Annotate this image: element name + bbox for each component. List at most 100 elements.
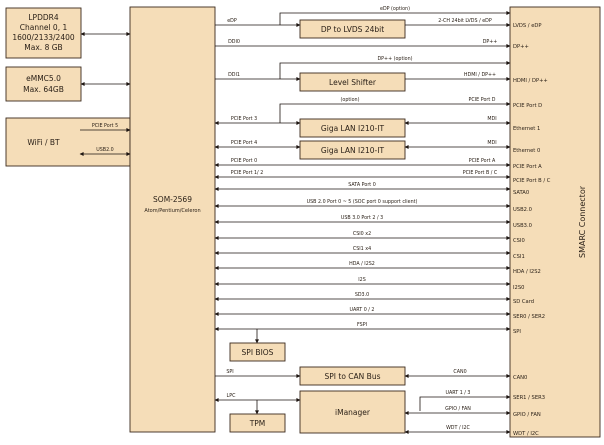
mdi1-label: MDI: [487, 116, 496, 122]
pcie12-label: PCIE Port 1/ 2: [231, 170, 264, 176]
wdt-label: WDT / I2C: [446, 425, 470, 431]
level-shifter-label: Level Shifter: [329, 78, 377, 87]
lpddr4-block: LPDDR4 Channel 0, 1 1600/2133/2400 Max. …: [5, 7, 82, 59]
uart13-label: UART 1 / 3: [445, 390, 470, 396]
option-label: (option): [341, 97, 360, 103]
spi-to-can-block: SPI to CAN Bus: [299, 366, 406, 386]
giga-lan-2-label: Giga LAN I210-IT: [321, 146, 385, 155]
smarc-pin-dp: DP++: [513, 44, 529, 50]
emmc-block: eMMC5.0 Max. 64GB: [5, 66, 82, 102]
lpddr4-line-4: Max. 8 GB: [24, 43, 62, 52]
spi-to-can-label: SPI to CAN Bus: [325, 372, 381, 381]
csi1-label: CSI1 x4: [353, 246, 371, 252]
smarc-pin-sd-card: SD Card: [513, 299, 534, 305]
wifi-bt-label: WiFi / BT: [27, 138, 60, 147]
sata-label: SATA Port 0: [348, 182, 376, 188]
spi-label: SPI: [226, 369, 233, 375]
pcie-d-line: [279, 102, 511, 123]
edp-label: eDP: [227, 18, 237, 24]
smarc-pin-sata0: SATA0: [513, 190, 529, 196]
smarc-pin-pcie-d: PCIE Port D: [513, 103, 542, 109]
smarc-pin-pcie-a: PCIE Port A: [513, 164, 542, 170]
pcie-d-label: PCIE Port D: [469, 97, 496, 103]
smarc-pin-gpio-fan: GPIO / FAN: [513, 412, 541, 418]
lpddr4-line-3: 1600/2133/2400: [12, 33, 75, 42]
wifi-connections: PCIE Port 5 USB2.0: [79, 123, 131, 156]
som-subtitle: Atom/Pentium/Celeron: [144, 208, 200, 214]
pcie-a-label: PCIE Port A: [469, 158, 496, 164]
spi-bios-label: SPI BIOS: [242, 348, 274, 357]
tpm-label: TPM: [249, 419, 266, 428]
smarc-pin-usb20: USB2.0: [513, 207, 532, 213]
dp-to-lvds-block: DP to LVDS 24bit: [299, 19, 406, 39]
smarc-pin-ethernet-1: Ethernet 1: [513, 126, 540, 132]
ddi1-label: DDI1: [228, 72, 240, 78]
som-block: SOM-2569 Atom/Pentium/Celeron: [129, 6, 216, 433]
display-connections: eDP (option) eDP 2-CH 24bit LVDS / eDP D…: [215, 6, 511, 81]
uart13-line: [419, 395, 511, 411]
hda-label: HDA / I2S2: [349, 261, 375, 267]
smarc-pin-can0: CAN0: [513, 375, 527, 381]
smarc-pin-lvds-edp: LVDS / eDP: [513, 23, 542, 29]
lpddr4-line-2: Channel 0, 1: [20, 23, 68, 32]
i2s-label: I2S: [358, 277, 366, 283]
som-title: SOM-2569: [153, 195, 192, 204]
imanager-block: iManager: [299, 390, 406, 434]
pcie-bc-label: PCIE Port B / C: [463, 170, 498, 176]
bottom-connections: SPI CAN0 LPC UART 1 / 3 GPIO / FAN WDT /…: [214, 369, 511, 434]
dp-option-label: DP++ (option): [377, 56, 412, 62]
pcie3-label: PCIE Port 3: [231, 116, 257, 122]
mdi2-label: MDI: [487, 140, 496, 146]
smarc-pin-ethernet-0: Ethernet 0: [513, 148, 540, 154]
dp-to-lvds-label: DP to LVDS 24bit: [321, 25, 384, 34]
edp-option-label: eDP (option): [380, 6, 410, 12]
smarc-pin-labels: LVDS / eDP DP++ HDMI / DP++ PCIE Port D …: [513, 23, 551, 437]
smarc-pin-wdt-i2c: WDT / I2C: [513, 431, 539, 437]
dp-option-line: [279, 61, 511, 79]
lpddr4-line-1: LPDDR4: [28, 13, 58, 22]
giga-lan-1-block: Giga LAN I210-IT: [299, 118, 406, 138]
smarc-pin-ser1-ser3: SER1 / SER3: [513, 395, 545, 401]
lpc-label: LPC: [227, 393, 237, 399]
spi-bios-block: SPI BIOS: [229, 342, 286, 362]
smarc-pin-ser0-ser2: SER0 / SER2: [513, 314, 545, 320]
level-shifter-block: Level Shifter: [299, 72, 406, 92]
wifi-bt-block: WiFi / BT: [5, 117, 131, 167]
wifi-usb-label: USB2.0: [96, 147, 113, 153]
emmc-line-2: Max. 64GB: [23, 85, 64, 94]
smarc-pin-usb30: USB3.0: [513, 223, 532, 229]
smarc-pin-spi: SPI: [513, 329, 521, 335]
bus-connections: SATA Port 0 USB 2.0 Port 0 ~ 5 (SOC port…: [214, 182, 511, 344]
smarc-pin-i2s0: I2S0: [513, 285, 524, 291]
ddi0-label: DDI0: [228, 39, 240, 45]
smarc-pin-csi0: CSI0: [513, 238, 525, 244]
tpm-block: TPM: [229, 413, 286, 433]
hdmi-dp-label: HDMI / DP++: [464, 72, 496, 78]
smarc-pin-hdmi-dp: HDMI / DP++: [513, 78, 548, 84]
csi0-label: CSI0 x2: [353, 231, 371, 237]
memory-connections: [80, 32, 131, 86]
pcie4-label: PCIE Port 4: [231, 140, 257, 146]
wifi-pcie-label: PCIE Port 5: [92, 123, 118, 129]
imanager-label: iManager: [335, 408, 371, 417]
edp-option-line: [279, 11, 511, 25]
sd-label: SD3.0: [355, 292, 369, 298]
smarc-pin-pcie-bc: PCIE Port B / C: [513, 178, 551, 184]
smarc-pin-csi1: CSI1: [513, 254, 525, 260]
giga-lan-2-block: Giga LAN I210-IT: [299, 140, 406, 160]
usb20-label: USB 2.0 Port 0 ~ 5 (SOC port 0 support c…: [307, 199, 418, 205]
can0-label: CAN0: [453, 369, 466, 375]
emmc-line-1: eMMC5.0: [26, 74, 61, 83]
dp-plus-label: DP++: [483, 39, 498, 45]
uart-label: UART 0 / 2: [349, 307, 374, 313]
pcie0-label: PCIE Port 0: [231, 158, 257, 164]
gpio-fan-label: GPIO / FAN: [445, 406, 471, 412]
lvds-edp-label: 2-CH 24bit LVDS / eDP: [438, 18, 492, 24]
smarc-pin-hda-i2s2: HDA / I2S2: [513, 269, 541, 275]
usb30-label: USB 3.0 Port 2 / 3: [341, 215, 383, 221]
pcie-lan-connections: (option) PCIE Port D PCIE Port 3 MDI PCI…: [214, 97, 511, 179]
smarc-connector-label: SMARC Connector: [578, 185, 587, 258]
giga-lan-1-label: Giga LAN I210-IT: [321, 124, 385, 133]
smarc-connector-block: SMARC Connector: [509, 6, 601, 438]
